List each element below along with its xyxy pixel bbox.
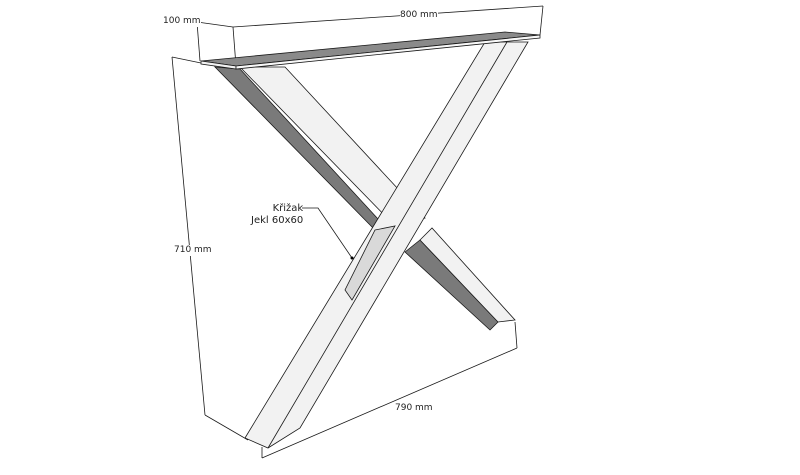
width-dimension-label: 800 mm: [400, 10, 438, 21]
rear-leg: [213, 66, 516, 331]
table-top: [200, 31, 541, 70]
dimension-lines: [171, 5, 544, 459]
callout-dot: [350, 256, 354, 260]
height-dimension-line: [171, 56, 206, 416]
height-dimension-label: 710 mm: [174, 245, 212, 256]
leg-callout: Křižak Jekl 60x60: [251, 203, 304, 227]
width-dimension-line: [232, 5, 544, 28]
callout-leader-line: [302, 207, 353, 259]
thickness-dimension-label: 100 mm: [163, 16, 201, 27]
thickness-dimension-line: [196, 21, 234, 28]
callout-name: Křižak: [272, 203, 304, 214]
base-dimension-label: 790 mm: [395, 403, 433, 414]
base-dimension-line: [261, 347, 518, 459]
callout-material: Jekl 60x60: [251, 215, 304, 226]
front-leg: [244, 41, 529, 449]
